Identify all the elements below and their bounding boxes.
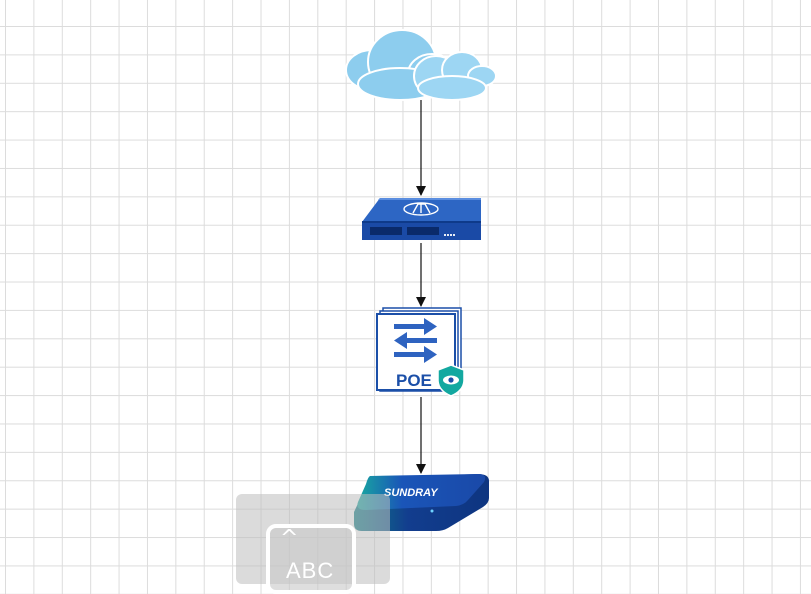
cloud-icon[interactable] [345, 29, 497, 101]
text-shape-label: ABC [286, 558, 335, 583]
shield-eye-icon [437, 364, 465, 397]
router-logo-icon [403, 202, 439, 216]
sundray-label: SUNDRAY [384, 487, 439, 499]
diagram-canvas[interactable]: POE SUNDRAY [0, 0, 811, 574]
poe-switch-icon[interactable]: POE [376, 307, 465, 397]
router-icon[interactable] [362, 198, 481, 240]
text-tool-overlay[interactable]: ^ ABC [236, 494, 390, 594]
caret-up-icon: ^ [280, 526, 299, 551]
poe-label: POE [396, 371, 432, 390]
text-shape-icon[interactable]: ^ ABC [266, 524, 356, 594]
